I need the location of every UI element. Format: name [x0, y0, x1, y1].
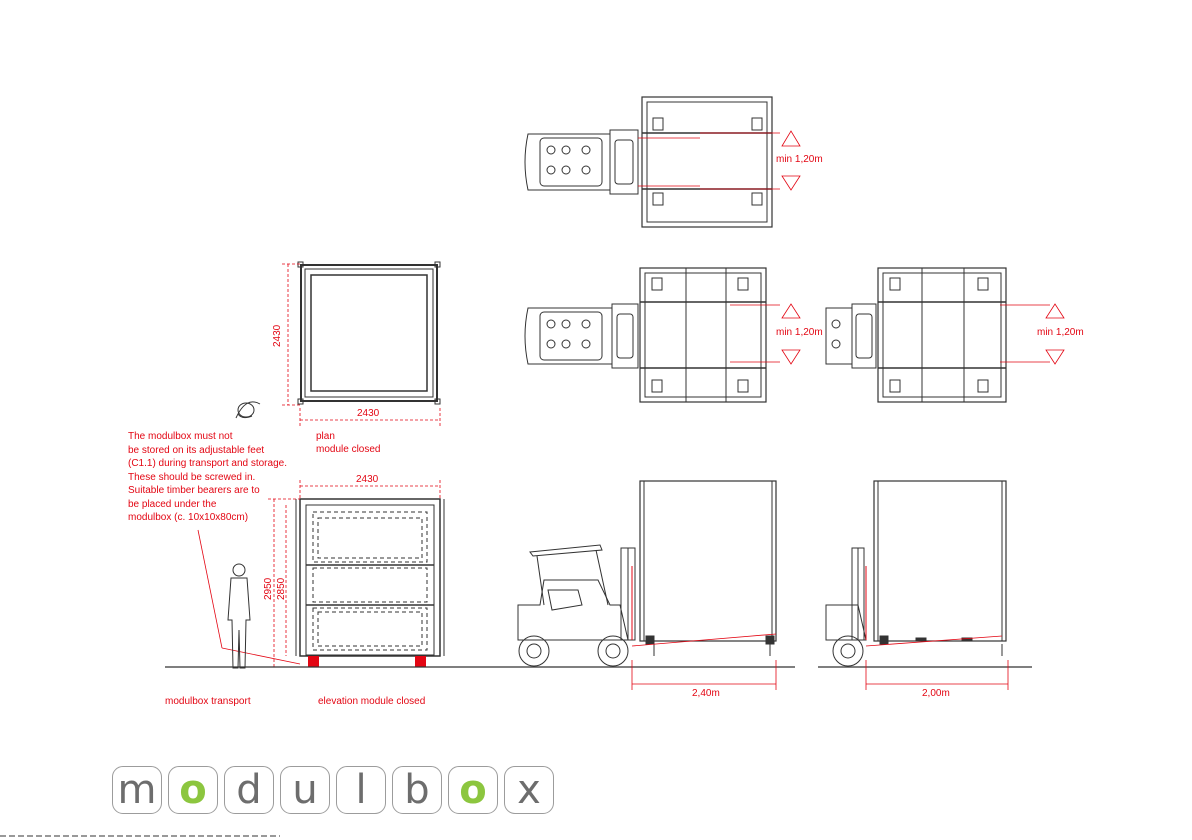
plan-width-dim: 2430 — [357, 408, 380, 419]
logo-letter-x: x — [504, 766, 554, 814]
clearance-label-1: min 1,20m — [776, 154, 823, 165]
person-top-icon — [235, 401, 261, 419]
forklift-elevation-2 — [825, 480, 1009, 690]
logo-letter-o: o — [168, 766, 218, 814]
elevation-height-inner-dim: 2850 — [276, 577, 287, 600]
forklift-plan-3 — [825, 267, 1065, 403]
plan-caption-line1: plan — [316, 431, 335, 442]
logo-letter-b: b — [392, 766, 442, 814]
transport-caption: modulbox transport — [165, 696, 251, 707]
elevation-module-closed — [197, 480, 445, 668]
elevation-height-outer-dim: 2950 — [263, 577, 274, 600]
modulbox-logo: m o d u l b o x — [112, 766, 560, 814]
plan-depth-dim: 2430 — [272, 324, 283, 347]
logo-letter-d: d — [224, 766, 274, 814]
logo-letter-m: m — [112, 766, 162, 814]
elevation-width-dim: 2430 — [356, 474, 379, 485]
forklift-elevation-1 — [517, 480, 777, 690]
logo-letter-o2: o — [448, 766, 498, 814]
clearance-label-2: min 1,20m — [776, 327, 823, 338]
storage-note: The modulbox must not be stored on its a… — [128, 431, 287, 523]
forklift-length-2: 2,00m — [922, 688, 950, 699]
plan-caption-line2: module closed — [316, 444, 381, 455]
forklift-length-1: 2,40m — [692, 688, 720, 699]
plan-module-closed — [282, 261, 441, 426]
forklift-plan-2 — [524, 267, 801, 403]
logo-letter-u: u — [280, 766, 330, 814]
elevation-caption: elevation module closed — [318, 696, 426, 707]
clearance-label-3: min 1,20m — [1037, 327, 1084, 338]
person-elevation-icon — [227, 563, 251, 669]
forklift-plan-1 — [524, 96, 801, 228]
logo-letter-l: l — [336, 766, 386, 814]
